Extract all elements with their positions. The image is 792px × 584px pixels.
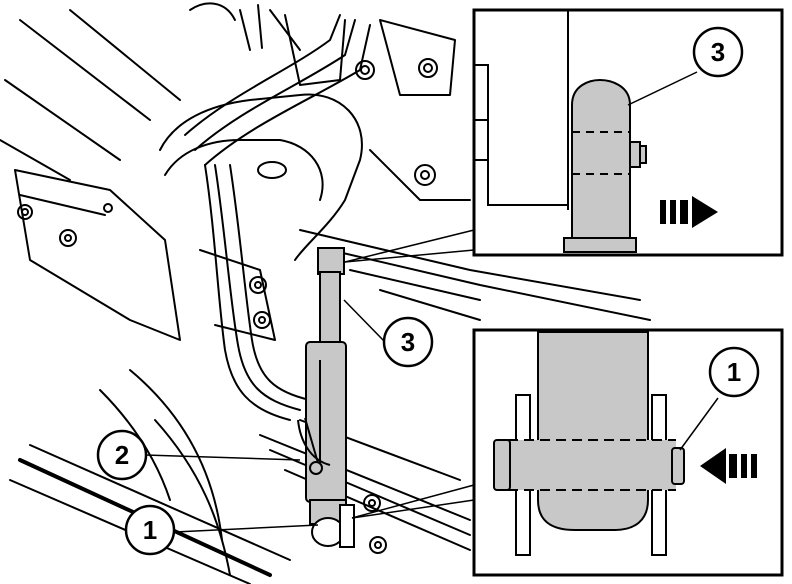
arrow-right-icon [660,196,718,228]
callout-2-main-label: 2 [115,440,129,470]
callout-1-main-label: 1 [143,515,157,545]
callout-1-inset-label: 1 [727,357,741,387]
upper-mount-bushing [563,78,647,253]
callout-3-main-label: 3 [401,327,415,357]
callout-3-main: 3 [382,316,434,368]
clamp [297,417,331,475]
callout-1-inset: 1 [679,346,760,451]
callout-2-main: 2 [96,429,148,481]
callout-3-inset-label: 3 [711,37,725,67]
callout-1-main: 1 [124,504,176,556]
lower-mount-eye [493,331,685,556]
shock-absorber [305,247,355,548]
vehicle-structure [0,2,651,584]
callout-3-inset: 3 [627,26,744,106]
arrow-left-icon [700,448,757,484]
leader-lines [144,229,475,533]
